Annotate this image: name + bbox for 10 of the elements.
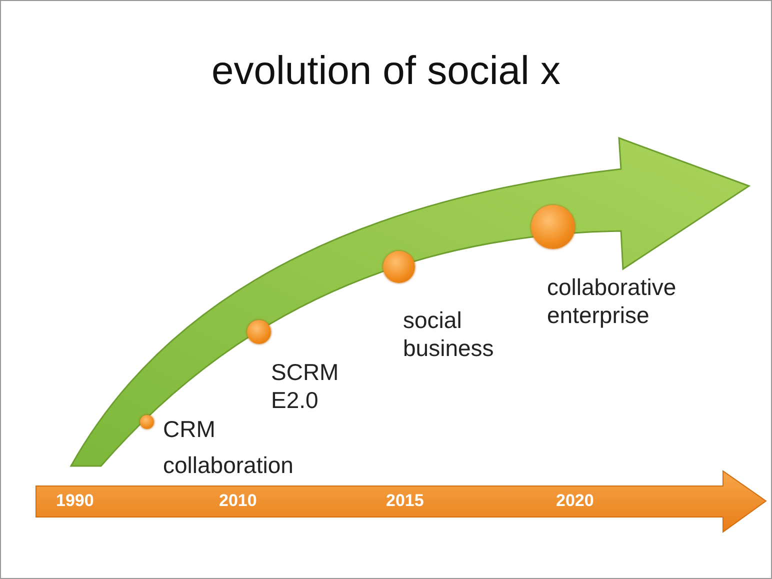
milestone-label: collaboration <box>163 451 294 479</box>
year-label: 1990 <box>56 491 94 511</box>
milestone-label: social business <box>403 306 494 362</box>
year-label: 2020 <box>556 491 594 511</box>
milestone-label: CRM <box>163 415 216 443</box>
title: evolution of social x <box>210 49 562 94</box>
milestone-label: collaborative enterprise <box>547 273 676 329</box>
milestone-label: SCRM E2.0 <box>271 358 339 414</box>
year-label: 2015 <box>386 491 424 511</box>
year-label: 2010 <box>219 491 257 511</box>
